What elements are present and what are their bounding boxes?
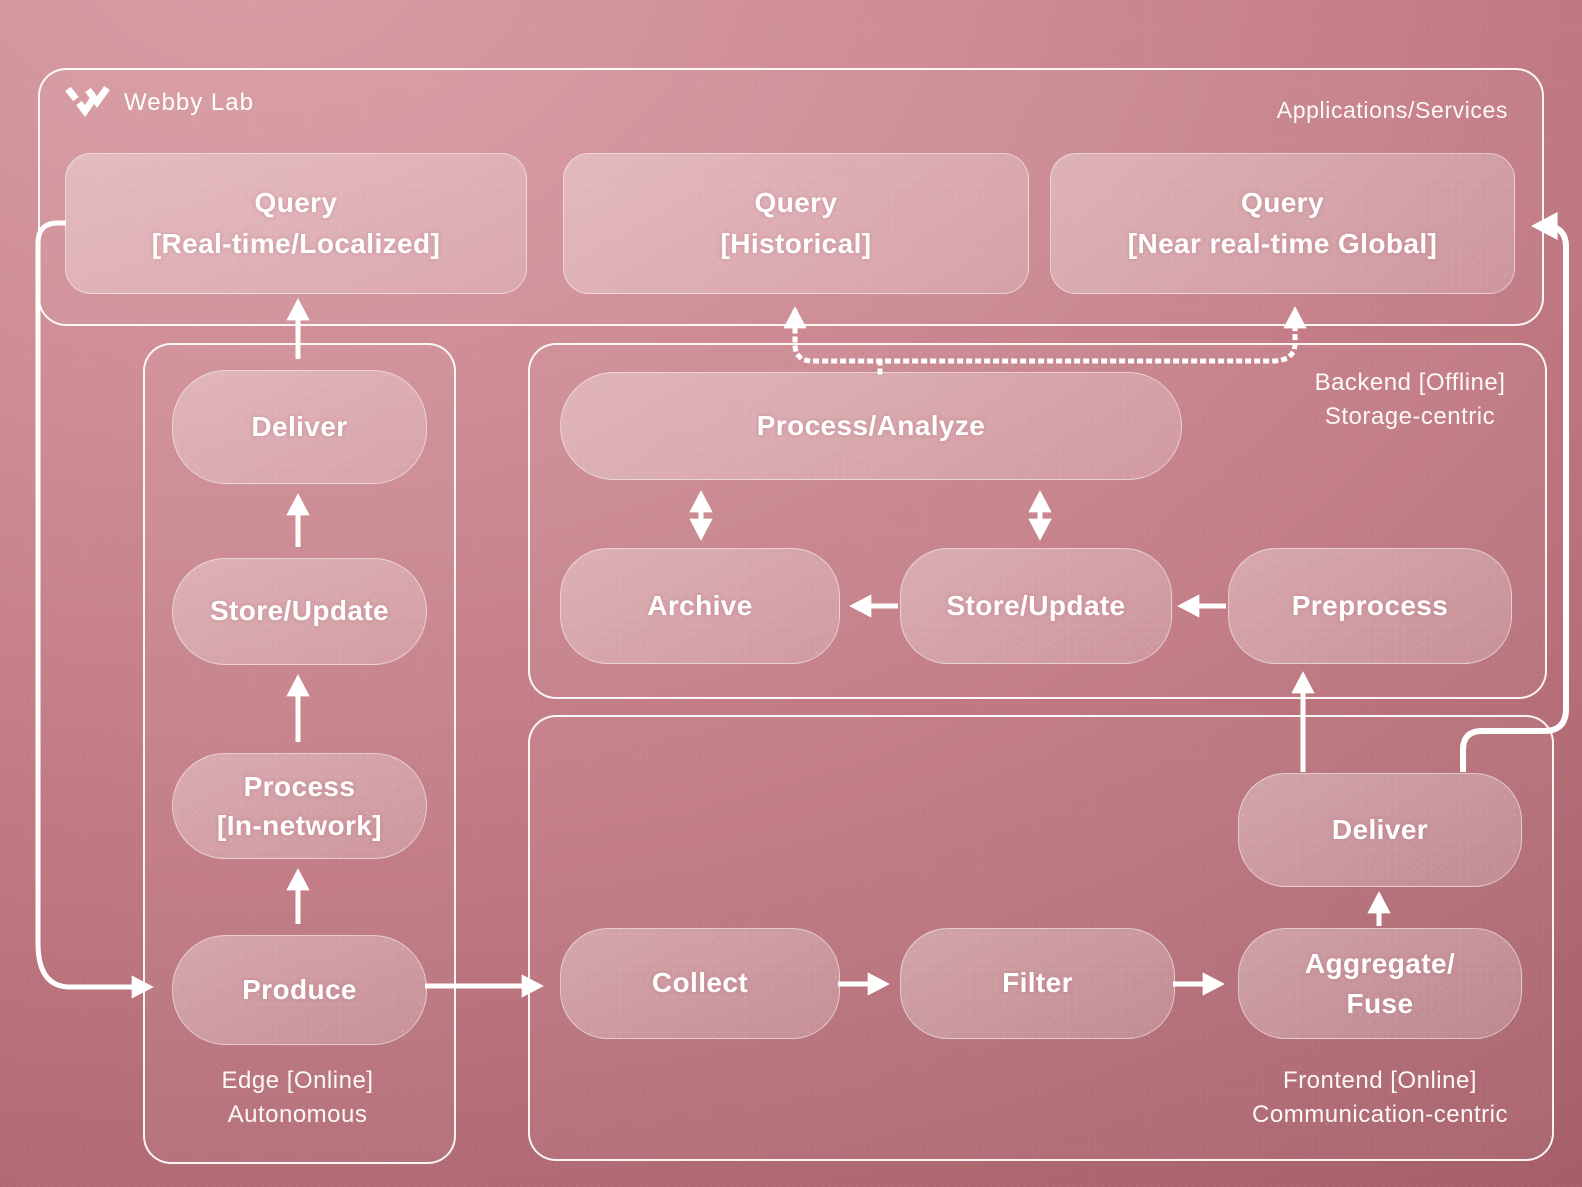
webbylab-logo-icon <box>65 85 110 117</box>
backend-store-update-node: Store/Update <box>900 548 1172 664</box>
query-title: Query <box>254 186 338 218</box>
query-title: Query <box>754 186 838 218</box>
backend-caption-line2: Storage-centric <box>1324 403 1496 430</box>
node-label: Deliver <box>1331 813 1429 845</box>
edge-caption-line2: Autonomous <box>227 1101 368 1128</box>
frontend-deliver-node: Deliver <box>1238 773 1522 887</box>
edge-caption-line1: Edge [Online] <box>221 1067 374 1094</box>
edge-caption: Edge [Online] Autonomous <box>143 1064 452 1132</box>
query-realtime-localized-node: Query [Real-time/Localized] <box>65 153 527 294</box>
query-near-realtime-global-node: Query [Near real-time Global] <box>1050 153 1515 294</box>
backend-archive-node: Archive <box>560 548 840 664</box>
frontend-caption-line2: Communication-centric <box>1252 1101 1508 1128</box>
query-subtitle: [Historical] <box>720 227 872 259</box>
node-label: Archive <box>647 589 753 621</box>
frontend-caption-line1: Frontend [Online] <box>1283 1067 1477 1094</box>
backend-caption: Backend [Offline] Storage-centric <box>1285 366 1535 434</box>
node-label: Produce <box>242 973 357 1005</box>
query-subtitle: [Real-time/Localized] <box>151 227 441 259</box>
frontend-aggregate-fuse-node: Aggregate/ Fuse <box>1238 928 1522 1039</box>
query-subtitle: [Near real-time Global] <box>1127 227 1438 259</box>
frontend-container <box>528 715 1554 1161</box>
edge-store-update-node: Store/Update <box>172 558 427 665</box>
query-historical-node: Query [Historical] <box>563 153 1029 294</box>
node-label: Store/Update <box>946 589 1126 621</box>
applications-services-container <box>38 68 1544 326</box>
query-title: Query <box>1241 186 1324 218</box>
node-label: Filter <box>1002 967 1073 999</box>
node-label: Collect <box>651 967 749 999</box>
applications-services-label: Applications/Services <box>1276 97 1508 123</box>
frontend-collect-node: Collect <box>560 928 840 1039</box>
webbylab-logo: Webby Lab <box>64 85 254 121</box>
node-label-line2: Fuse <box>1346 987 1414 1019</box>
backend-caption-line1: Backend [Offline] <box>1314 369 1506 396</box>
node-label: Preprocess <box>1291 589 1449 621</box>
node-label-line1: Aggregate/ <box>1304 948 1456 980</box>
frontend-filter-node: Filter <box>900 928 1175 1039</box>
backend-process-analyze-node: Process/Analyze <box>560 372 1182 480</box>
node-label: Process/Analyze <box>756 409 986 441</box>
node-label: Store/Update <box>209 595 390 627</box>
edge-deliver-node: Deliver <box>172 370 427 484</box>
backend-preprocess-node: Preprocess <box>1228 548 1512 664</box>
edge-produce-node: Produce <box>172 935 427 1045</box>
node-label-line2: [In-network] <box>216 810 382 841</box>
frontend-caption: Frontend [Online] Communication-centric <box>1230 1064 1530 1132</box>
node-label-line1: Process <box>243 770 356 802</box>
edge-process-in-network-node: Process [In-network] <box>172 753 427 859</box>
webbylab-logo-text: Webby Lab <box>124 89 254 116</box>
node-label: Deliver <box>251 410 348 442</box>
